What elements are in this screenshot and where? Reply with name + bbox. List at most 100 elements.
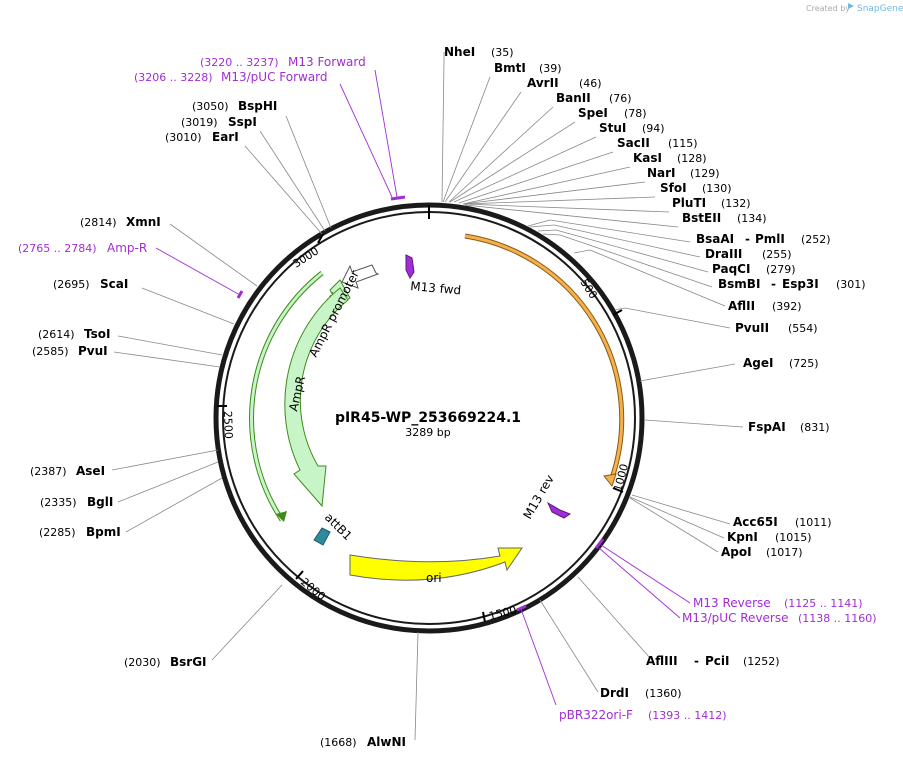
site-eari: EarI: [212, 130, 239, 144]
site-apoi: ApoI: [721, 545, 752, 559]
svg-text:(255): (255): [762, 248, 792, 261]
svg-text:(129): (129): [690, 167, 720, 180]
primer-m13-forward: M13 Forward: [288, 55, 366, 69]
svg-text:(78): (78): [624, 107, 647, 120]
left-site-labels: (3050) BspHI (3019) SspI (3010) EarI (28…: [30, 99, 277, 669]
primer-labels: (3220 .. 3237) M13 Forward (3206 .. 3228…: [18, 55, 877, 722]
primer-pbr322ori-f: pBR322ori-F: [559, 708, 633, 722]
plasmid-name: pIR45-WP_253669224.1: [335, 410, 521, 426]
svg-text:-: -: [771, 277, 776, 291]
svg-text:(392): (392): [772, 300, 802, 313]
svg-text:(76): (76): [609, 92, 632, 105]
svg-text:(3206 .. 3228): (3206 .. 3228): [134, 71, 213, 84]
right-leader-lines: [414, 52, 744, 741]
left-leader-lines: [111, 115, 332, 661]
site-bsmbi: BsmBI: [718, 277, 760, 291]
svg-text:(3019): (3019): [181, 116, 218, 129]
site-nari: NarI: [647, 166, 676, 180]
svg-text:(39): (39): [539, 62, 562, 75]
m13-reverse-mark: [594, 538, 605, 549]
attb1-feature: [313, 527, 331, 546]
site-bsrgi: BsrGI: [170, 655, 207, 669]
tick-mark-500: [612, 309, 623, 316]
site-esp3i: Esp3I: [782, 277, 819, 291]
created-by-label: Created by: [806, 4, 850, 13]
svg-text:(2614): (2614): [38, 328, 75, 341]
site-bsaai: BsaAI: [696, 232, 734, 246]
right-site-labels: NheI (35) BmtI (39) AvrII (46) BanII (76…: [320, 45, 866, 749]
site-fspai: FspAI: [748, 420, 786, 434]
svg-text:(132): (132): [721, 197, 751, 210]
site-pluti: PluTI: [672, 196, 706, 210]
site-kasi: KasI: [633, 151, 662, 165]
tick-mark-3000: [317, 233, 324, 244]
svg-text:(130): (130): [702, 182, 732, 195]
primer-m13-reverse: M13 Reverse: [693, 596, 771, 610]
site-alwni: AlwNI: [367, 735, 406, 749]
svg-text:(1252): (1252): [743, 655, 780, 668]
m13-forward-mark: [390, 195, 406, 201]
site-agei: AgeI: [743, 356, 773, 370]
site-bsphi: BspHI: [238, 99, 277, 113]
site-sacii: SacII: [617, 136, 650, 150]
svg-text:(2695): (2695): [53, 278, 90, 291]
svg-text:-: -: [745, 232, 750, 246]
site-bmti: BmtI: [494, 61, 526, 75]
svg-text:(3220 .. 3237): (3220 .. 3237): [200, 56, 279, 69]
svg-text:(1668): (1668): [320, 736, 357, 749]
site-avrii: AvrII: [527, 76, 559, 90]
site-pvui: PvuI: [78, 344, 108, 358]
site-banii: BanII: [556, 91, 591, 105]
site-acc65i: Acc65I: [733, 515, 778, 529]
ampr-promoter-arrow: [341, 264, 380, 289]
svg-text:(2387): (2387): [30, 465, 67, 478]
site-spei: SpeI: [578, 106, 608, 120]
tick-label-2500: 2500: [221, 411, 235, 439]
svg-text:(1017): (1017): [766, 546, 803, 559]
site-drdi: DrdI: [600, 686, 629, 700]
svg-text:(46): (46): [579, 77, 602, 90]
primer-m13-puc-reverse: M13/pUC Reverse: [682, 611, 789, 625]
svg-text:(279): (279): [766, 263, 796, 276]
site-aflii: AflII: [728, 299, 755, 313]
primer-m13-puc-forward: M13/pUC Forward: [221, 70, 328, 84]
site-bsteii: BstEII: [682, 211, 721, 225]
primer-amp-r: Amp-R: [107, 241, 147, 255]
svg-text:(2030): (2030): [124, 656, 161, 669]
site-xmni: XmnI: [126, 215, 161, 229]
site-pvuii: PvuII: [735, 321, 769, 335]
site-asei: AseI: [76, 464, 105, 478]
site-kpni: KpnI: [727, 530, 758, 544]
svg-text:(115): (115): [668, 137, 698, 150]
snapgene-brand: SnapGene: [857, 4, 903, 14]
tick-label-3000: 3000: [291, 244, 322, 270]
svg-text:(1125 .. 1141): (1125 .. 1141): [784, 597, 863, 610]
tick-mark-1000: [612, 487, 624, 493]
svg-text:(2814): (2814): [80, 216, 117, 229]
orange-feature-arrowhead: [603, 473, 617, 488]
pbr322-mark: [516, 604, 527, 612]
svg-text:(554): (554): [788, 322, 818, 335]
svg-text:(2285): (2285): [39, 526, 76, 539]
svg-text:(725): (725): [789, 357, 819, 370]
site-pcii: PciI: [705, 654, 730, 668]
site-tsoi: TsoI: [84, 327, 110, 341]
site-scai: ScaI: [100, 277, 128, 291]
plasmid-length: 3289 bp: [405, 426, 450, 439]
m13-rev-label: M13 rev: [520, 472, 556, 521]
svg-text:(301): (301): [836, 278, 866, 291]
svg-text:(2335): (2335): [40, 496, 77, 509]
site-bgli: BglI: [87, 495, 113, 509]
svg-text:(1360): (1360): [645, 687, 682, 700]
site-draiii: DraIII: [705, 247, 742, 261]
svg-text:(1015): (1015): [775, 531, 812, 544]
site-afliii: AflIII: [646, 654, 678, 668]
svg-text:(3010): (3010): [165, 131, 202, 144]
site-stui: StuI: [599, 121, 626, 135]
m13-fwd-primer-icon: [405, 254, 415, 279]
site-bpmi: BpmI: [86, 525, 121, 539]
orange-feature-outline: [464, 233, 625, 479]
snapgene-logo-icon: [848, 3, 854, 9]
tick-mark-2000: [295, 570, 304, 580]
